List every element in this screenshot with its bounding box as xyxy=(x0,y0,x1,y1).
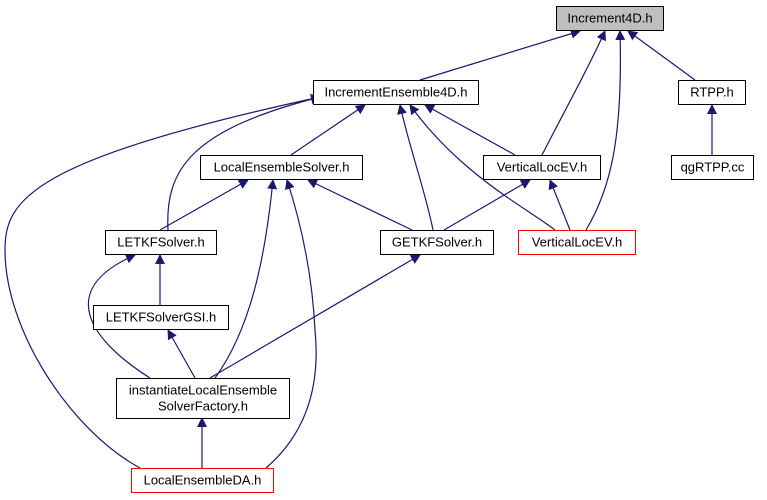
node-box-verticallocev_b xyxy=(518,230,636,255)
node-box-localensembleda xyxy=(131,468,274,493)
node-box-increment4d xyxy=(556,6,664,31)
edge-letkfsolver-to-localensemblesolver xyxy=(159,179,249,231)
edge-localensemblesolver-to-incrementensemble4d xyxy=(290,104,366,156)
node-label-incrementensemble4d: IncrementEnsemble4D.h xyxy=(324,85,467,100)
node-verticallocev_b[interactable]: VerticalLocEV.h xyxy=(518,230,636,255)
node-incrementensemble4d[interactable]: IncrementEnsemble4D.h xyxy=(313,80,479,105)
node-box-letkfsolver xyxy=(105,230,217,255)
edge-instantiatefactory-to-letkfsolver xyxy=(87,254,151,379)
node-label-localensemblesolver: LocalEnsembleSolver.h xyxy=(214,160,350,175)
edge-verticallocev_a-to-incrementensemble4d xyxy=(424,104,516,156)
node-box-qgrtpp xyxy=(671,155,754,180)
node-getkfsolver[interactable]: GETKFSolver.h xyxy=(380,230,494,255)
node-box-rtpp xyxy=(678,80,746,105)
node-label-localensembleda: LocalEnsembleDA.h xyxy=(144,473,262,488)
edge-getkfsolver-to-incrementensemble4d xyxy=(397,104,434,231)
edge-localensembleda-to-incrementensemble4d xyxy=(4,94,321,469)
node-rtpp[interactable]: RTPP.h xyxy=(678,80,746,105)
edge-instantiatefactory-to-letkfsolvergsi xyxy=(167,329,196,379)
node-label-instantiatefactory-line-1: instantiateLocalEnsemble xyxy=(129,383,277,398)
node-label-verticallocev_a: VerticalLocEV.h xyxy=(497,160,588,175)
node-label-letkfsolvergsi: LETKFSolverGSI.h xyxy=(106,310,217,325)
edge-verticallocev_b-to-verticallocev_a xyxy=(548,179,571,231)
edge-instantiatefactory-to-getkfsolver xyxy=(209,254,421,379)
node-box-instantiatefactory xyxy=(116,378,290,419)
edge-getkfsolver-to-verticallocev_a xyxy=(443,179,531,231)
node-label-rtpp: RTPP.h xyxy=(690,85,734,100)
edge-incrementensemble4d-to-increment4d xyxy=(419,28,581,81)
node-label-instantiatefactory-line-2: SolverFactory.h xyxy=(158,399,248,414)
node-letkfsolvergsi[interactable]: LETKFSolverGSI.h xyxy=(93,305,229,330)
edge-instantiatefactory-to-localensemblesolver xyxy=(214,179,278,379)
edges xyxy=(4,28,717,469)
edge-getkfsolver-to-localensemblesolver xyxy=(307,179,413,231)
node-box-getkfsolver xyxy=(380,230,494,255)
node-localensemblesolver[interactable]: LocalEnsembleSolver.h xyxy=(200,155,363,180)
node-label-increment4d: Increment4D.h xyxy=(567,11,652,26)
node-verticallocev_a[interactable]: VerticalLocEV.h xyxy=(483,155,601,180)
edge-localensembleda-to-localensemblesolver xyxy=(265,179,317,469)
edge-letkfsolver-to-incrementensemble4d xyxy=(167,94,321,231)
node-letkfsolver[interactable]: LETKFSolver.h xyxy=(105,230,217,255)
node-qgrtpp[interactable]: qgRTPP.cc xyxy=(671,155,754,180)
node-box-localensemblesolver xyxy=(200,155,363,180)
node-label-qgrtpp: qgRTPP.cc xyxy=(681,160,745,175)
node-box-incrementensemble4d xyxy=(313,80,479,105)
edge-verticallocev_b-to-incrementensemble4d xyxy=(409,104,556,231)
node-localensembleda[interactable]: LocalEnsembleDA.h xyxy=(131,468,274,493)
node-box-verticallocev_a xyxy=(483,155,601,180)
node-label-getkfsolver: GETKFSolver.h xyxy=(392,235,482,250)
node-box-letkfsolvergsi xyxy=(93,305,229,330)
node-increment4d: Increment4D.h xyxy=(556,6,664,31)
node-label-letkfsolver: LETKFSolver.h xyxy=(117,235,204,250)
edge-verticallocev_b-to-increment4d xyxy=(585,30,626,231)
edge-verticallocev_a-to-increment4d xyxy=(541,30,606,156)
edge-rtpp-to-increment4d xyxy=(627,30,696,81)
node-label-verticallocev_b: VerticalLocEV.h xyxy=(532,235,623,250)
